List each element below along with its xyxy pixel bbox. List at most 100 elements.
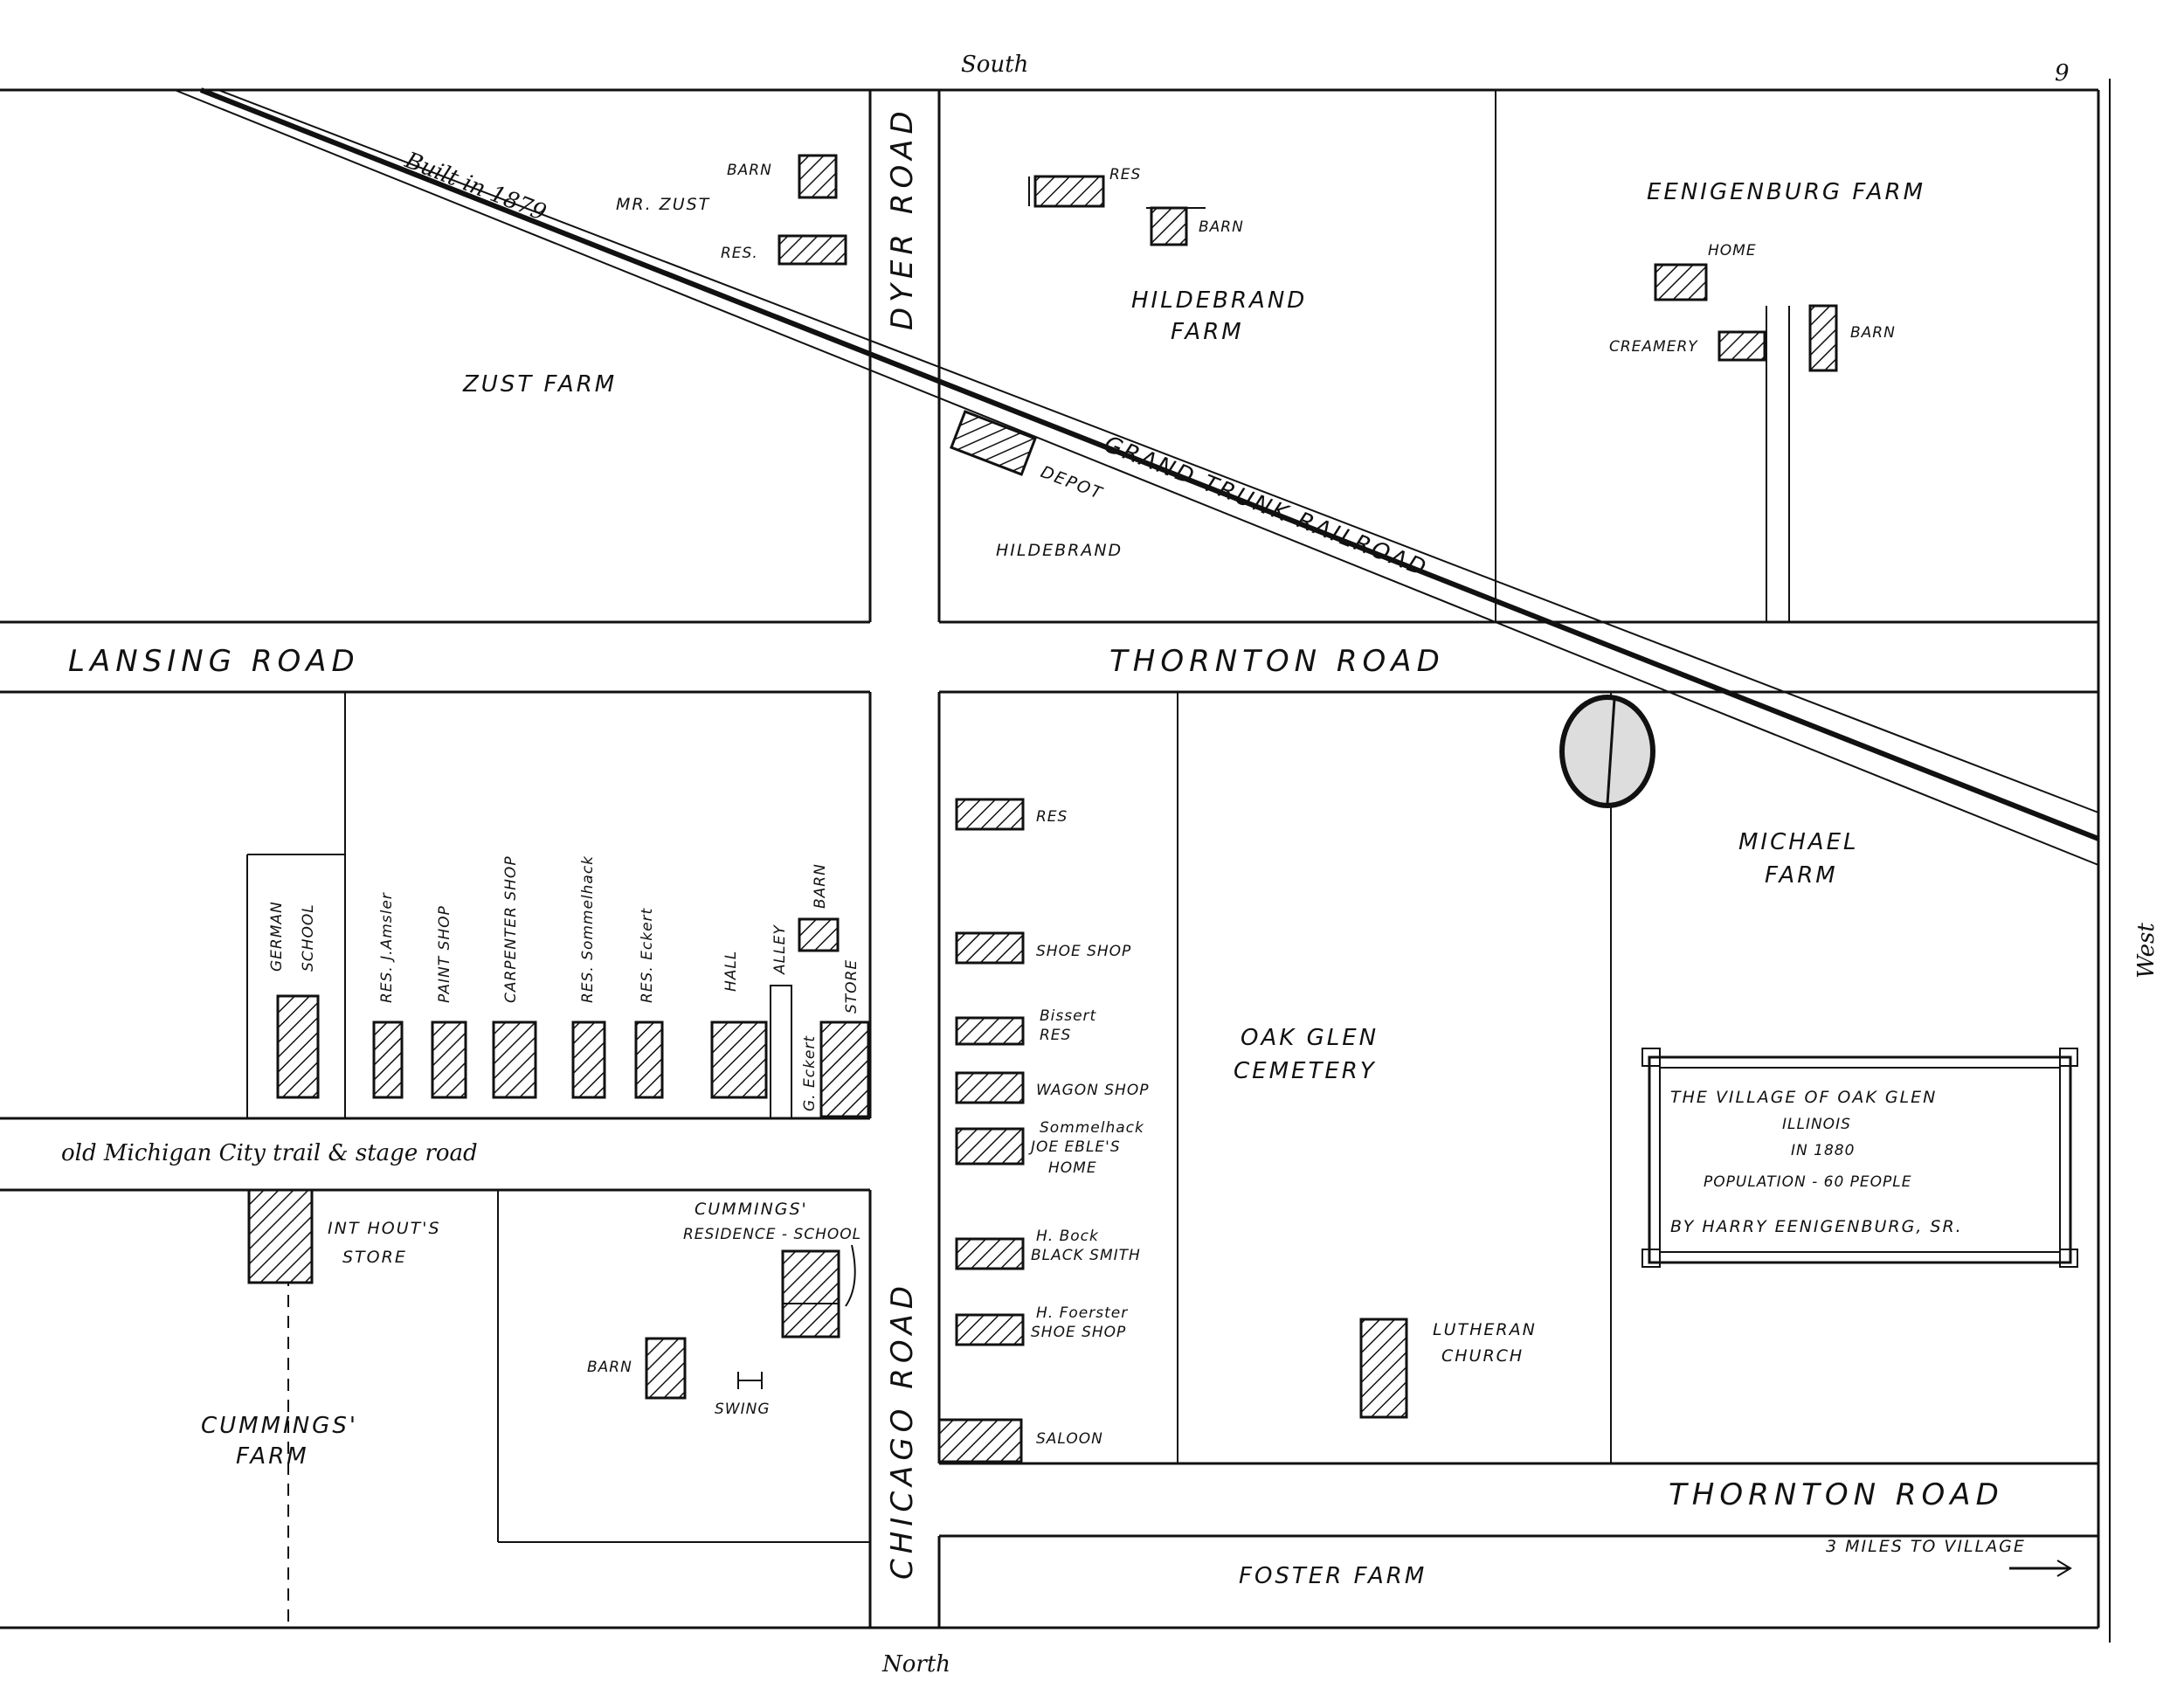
joe-eble-home bbox=[955, 1127, 1025, 1166]
hall bbox=[710, 1020, 768, 1099]
foerster-label-2: SHOE SHOP bbox=[1031, 1324, 1126, 1341]
hildebrand-res bbox=[1033, 175, 1105, 208]
bock-label-1: H. Bock bbox=[1036, 1228, 1099, 1245]
e-shoe-shop bbox=[955, 931, 1025, 965]
creamery bbox=[1717, 330, 1766, 362]
title-line-1: THE VILLAGE OF OAK GLEN bbox=[1670, 1088, 1937, 1107]
bissert-res bbox=[955, 1016, 1025, 1046]
e-res-label: RES bbox=[1036, 808, 1068, 826]
bissert-label-2: RES bbox=[1040, 1027, 1071, 1044]
german-school bbox=[276, 994, 320, 1099]
carpenter-shop bbox=[492, 1020, 537, 1099]
hildebrand-barn-label: BARN bbox=[1199, 218, 1244, 236]
hildebrand-farm-label-2: FARM bbox=[1171, 319, 1244, 345]
saloon bbox=[937, 1418, 1023, 1463]
zust-res bbox=[778, 234, 847, 266]
cummings-res-label-2: RESIDENCE - SCHOOL bbox=[683, 1226, 861, 1243]
e-shoe-shop-label: SHOE SHOP bbox=[1036, 943, 1131, 960]
title-line-5: BY HARRY EENIGENBURG, SR. bbox=[1670, 1217, 1963, 1236]
cummings-barn-label: BARN bbox=[587, 1359, 632, 1376]
title-line-4: POPULATION - 60 PEOPLE bbox=[1704, 1173, 1912, 1191]
cemetery-label-2: CEMETERY bbox=[1234, 1058, 1377, 1084]
swing-icon bbox=[737, 1372, 763, 1389]
to-village-label: 3 MILES TO VILLAGE bbox=[1826, 1537, 2026, 1556]
row-barn bbox=[798, 917, 840, 952]
grand-trunk-railroad bbox=[174, 87, 2100, 866]
foster-farm-label: FOSTER FARM bbox=[1239, 1563, 1427, 1589]
res-eckert bbox=[634, 1020, 664, 1099]
eckert-store bbox=[819, 1020, 870, 1118]
map-frame bbox=[0, 79, 2111, 1643]
lutheran-label-2: CHURCH bbox=[1441, 1346, 1524, 1366]
mr-zust-label: MR. ZUST bbox=[616, 195, 710, 214]
cummings-res-label-1: CUMMINGS' bbox=[695, 1200, 808, 1219]
cummings-farm-label-2: FARM bbox=[236, 1443, 309, 1470]
res-sommelhack bbox=[571, 1020, 606, 1099]
row-barn-label: BARN bbox=[812, 863, 829, 909]
creamery-label: CREAMERY bbox=[1609, 338, 1698, 356]
wagon-shop-label: WAGON SHOP bbox=[1036, 1082, 1149, 1099]
zust-farm-label: ZUST FARM bbox=[462, 371, 617, 398]
railroad-label: GRAND TRUNK RAILROAD bbox=[1100, 432, 1431, 583]
alley-label: ALLEY bbox=[771, 924, 789, 975]
hildebrand-plain-label: HILDEBRAND bbox=[996, 541, 1123, 560]
foerster-label-1: H. Foerster bbox=[1036, 1304, 1128, 1322]
eenigenburg-barn bbox=[1808, 304, 1838, 372]
tree-icon bbox=[1559, 695, 1655, 808]
depot-label: DEPOT bbox=[1038, 462, 1106, 503]
hall-label: HALL bbox=[722, 951, 740, 992]
swing-label: SWING bbox=[715, 1401, 771, 1418]
lutheran-church bbox=[1359, 1318, 1408, 1419]
res-eckert-label: RES. Eckert bbox=[639, 907, 656, 1003]
depot bbox=[950, 410, 1037, 476]
cummings-farm-label-1: CUMMINGS' bbox=[201, 1413, 358, 1439]
lutheran-label-1: LUTHERAN bbox=[1433, 1320, 1537, 1339]
bock-blacksmith bbox=[955, 1237, 1025, 1270]
joe-eble-label-1: Sommelhack bbox=[1040, 1119, 1144, 1137]
thornton-road-label-bottom: THORNTON ROAD bbox=[1669, 1477, 2004, 1512]
foerster-shoe-shop bbox=[955, 1313, 1025, 1346]
store-label: STORE bbox=[843, 959, 860, 1013]
res-amsler bbox=[372, 1020, 404, 1099]
res-amsler-label: RES. J.Amsler bbox=[378, 892, 396, 1003]
wagon-shop bbox=[955, 1071, 1025, 1104]
eenigenburg-home bbox=[1654, 263, 1708, 301]
michael-farm-label-2: FARM bbox=[1765, 862, 1838, 889]
hildebrand-res-label: RES bbox=[1109, 166, 1141, 183]
hildebrand-barn bbox=[1150, 206, 1188, 246]
road-grid bbox=[0, 90, 2098, 1628]
paint-shop bbox=[431, 1020, 467, 1099]
bock-label-2: BLACK SMITH bbox=[1031, 1247, 1141, 1264]
railroad-built-label: Built in 1879 bbox=[401, 147, 550, 226]
corner-mark: 9 bbox=[2055, 60, 2070, 86]
michigan-trail-label: old Michigan City trail & stage road bbox=[61, 1140, 478, 1166]
cemetery-label-1: OAK GLEN bbox=[1241, 1025, 1379, 1051]
title-line-3: IN 1880 bbox=[1791, 1142, 1855, 1159]
cummings-residence-school bbox=[781, 1249, 840, 1339]
inthout-store bbox=[247, 1188, 314, 1284]
carpenter-shop-label: CARPENTER SHOP bbox=[502, 855, 520, 1003]
german-school-label-1: GERMAN bbox=[268, 901, 286, 972]
compass-south: South bbox=[961, 52, 1028, 78]
eenigenburg-home-label: HOME bbox=[1708, 242, 1757, 259]
paint-shop-label: PAINT SHOP bbox=[436, 905, 453, 1003]
title-box: THE VILLAGE OF OAK GLEN ILLINOIS IN 1880… bbox=[1641, 1048, 2078, 1268]
eenigenburg-farm-label: EENIGENBURG FARM bbox=[1647, 179, 1925, 205]
joe-eble-label-3: HOME bbox=[1048, 1159, 1097, 1177]
zust-res-label: RES. bbox=[721, 245, 758, 262]
michael-farm-label-1: MICHAEL bbox=[1738, 829, 1859, 855]
bissert-label-1: Bissert bbox=[1040, 1007, 1097, 1025]
res-sommelhack-label: RES. Sommelhack bbox=[579, 855, 597, 1003]
inthout-label-2: STORE bbox=[342, 1248, 407, 1267]
thornton-road-label-top: THORNTON ROAD bbox=[1109, 644, 1445, 679]
eenigenburg-barn-label: BARN bbox=[1850, 324, 1896, 342]
dyer-road-label: DYER ROAD bbox=[885, 106, 920, 330]
german-school-label-2: SCHOOL bbox=[300, 903, 317, 972]
inthout-label-1: INT HOUT'S bbox=[328, 1219, 441, 1238]
cummings-barn bbox=[645, 1337, 687, 1400]
saloon-label: SALOON bbox=[1036, 1430, 1103, 1448]
joe-eble-label-2: JOE EBLE'S bbox=[1028, 1138, 1121, 1156]
lansing-road-label: LANSING ROAD bbox=[68, 644, 360, 679]
zust-barn bbox=[798, 154, 838, 199]
